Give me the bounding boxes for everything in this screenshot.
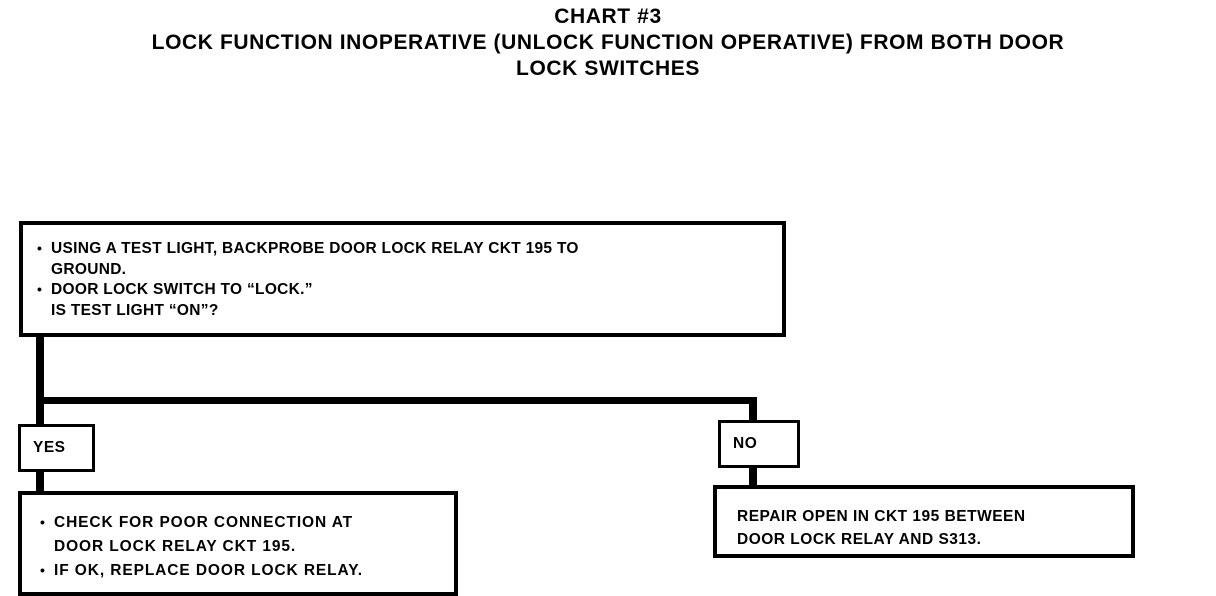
connector-split-horizontal bbox=[36, 397, 757, 404]
question-box: USING A TEST LIGHT, BACKPROBE DOOR LOCK … bbox=[19, 221, 786, 337]
question-bullet-1: USING A TEST LIGHT, BACKPROBE DOOR LOCK … bbox=[37, 238, 770, 280]
branch-label-no-text: NO bbox=[733, 435, 758, 452]
yes-result-bullet-2: IF OK, REPLACE DOOR LOCK RELAY. bbox=[40, 558, 444, 583]
question-bullet-2-line-1: DOOR LOCK SWITCH TO “LOCK.” bbox=[51, 281, 313, 298]
no-result-box: REPAIR OPEN IN CKT 195 BETWEEN DOOR LOCK… bbox=[713, 485, 1135, 558]
yes-result-bullet-1-line-2: DOOR LOCK RELAY CKT 195. bbox=[54, 538, 297, 555]
connector-question-to-split bbox=[36, 336, 44, 404]
question-bullet-list: USING A TEST LIGHT, BACKPROBE DOOR LOCK … bbox=[37, 238, 770, 321]
chart-title-line-1: CHART #3 bbox=[554, 5, 662, 28]
question-bullet-1-line-1: USING A TEST LIGHT, BACKPROBE DOOR LOCK … bbox=[51, 240, 579, 257]
question-box-content: USING A TEST LIGHT, BACKPROBE DOOR LOCK … bbox=[23, 225, 782, 321]
branch-label-no: NO bbox=[718, 420, 800, 468]
connector-split-to-no bbox=[749, 397, 757, 424]
question-bullet-2: DOOR LOCK SWITCH TO “LOCK.” IS TEST LIGH… bbox=[37, 279, 770, 321]
chart-title-block: CHART #3 LOCK FUNCTION INOPERATIVE (UNLO… bbox=[0, 4, 1216, 82]
branch-label-yes-text: YES bbox=[33, 439, 66, 456]
no-result-line-2: DOOR LOCK RELAY AND S313. bbox=[737, 531, 982, 548]
yes-result-bullet-1-line-1: CHECK FOR POOR CONNECTION AT bbox=[54, 514, 354, 531]
chart-title-line-3: LOCK SWITCHES bbox=[516, 57, 700, 80]
branch-label-yes: YES bbox=[18, 424, 95, 472]
yes-result-bullet-list: CHECK FOR POOR CONNECTION AT DOOR LOCK R… bbox=[40, 510, 444, 583]
no-result-line-list: REPAIR OPEN IN CKT 195 BETWEEN DOOR LOCK… bbox=[737, 505, 1121, 551]
yes-result-box: CHECK FOR POOR CONNECTION AT DOOR LOCK R… bbox=[18, 491, 458, 596]
no-result-line-1: REPAIR OPEN IN CKT 195 BETWEEN bbox=[737, 508, 1026, 525]
connector-no-to-result bbox=[749, 464, 757, 488]
chart-title-line-2: LOCK FUNCTION INOPERATIVE (UNLOCK FUNCTI… bbox=[151, 31, 1065, 54]
connector-split-to-yes bbox=[36, 397, 44, 427]
question-bullet-2-line-2: IS TEST LIGHT “ON”? bbox=[51, 301, 219, 319]
yes-result-content: CHECK FOR POOR CONNECTION AT DOOR LOCK R… bbox=[22, 495, 454, 583]
no-result-content: REPAIR OPEN IN CKT 195 BETWEEN DOOR LOCK… bbox=[717, 489, 1131, 551]
connector-yes-to-result bbox=[36, 468, 44, 494]
question-bullet-1-line-2: GROUND. bbox=[51, 260, 127, 278]
yes-result-bullet-1: CHECK FOR POOR CONNECTION AT DOOR LOCK R… bbox=[40, 510, 444, 559]
yes-result-bullet-2-line-1: IF OK, REPLACE DOOR LOCK RELAY. bbox=[54, 562, 363, 579]
